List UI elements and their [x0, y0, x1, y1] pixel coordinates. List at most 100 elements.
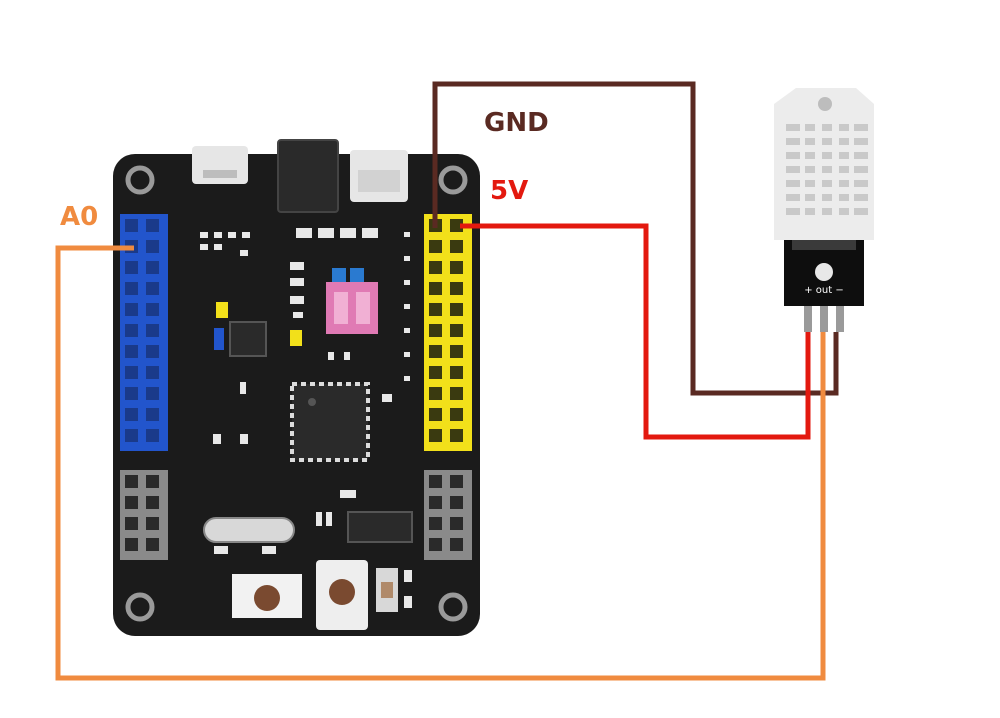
right-header-pin: [450, 366, 463, 379]
sensor-grille-slot: [854, 138, 868, 145]
usb-connector-left: [192, 146, 248, 184]
reset-button: [232, 574, 302, 618]
left-header-pin: [125, 429, 138, 442]
sensor-grille-slot: [854, 124, 868, 131]
crystal-oscillator: [203, 517, 295, 543]
right-header-pin: [450, 429, 463, 442]
sensor-grille-slot: [854, 208, 868, 215]
a0-label: A0: [60, 202, 99, 232]
right-header-yellow: [424, 214, 472, 451]
lower-right-header-pin: [450, 496, 463, 509]
sensor-grille-slot: [854, 180, 868, 187]
left-header-pin: [146, 366, 159, 379]
sensor-grille-slot: [805, 124, 815, 131]
right-header-pin: [450, 324, 463, 337]
sensor-pin-labels: + out −: [804, 285, 844, 296]
right-header-pin: [429, 366, 442, 379]
sensor-grille-slot: [822, 208, 832, 215]
sensor-grille-slot: [822, 166, 832, 173]
right-header-pin: [429, 261, 442, 274]
sensor-grille-slot: [854, 194, 868, 201]
right-header-pin: [429, 282, 442, 295]
lower-left-header-pin: [146, 538, 159, 551]
left-header-pin: [125, 345, 138, 358]
sensor-grille-slot: [805, 194, 815, 201]
left-header-pin: [146, 240, 159, 253]
power-jack: [277, 139, 339, 213]
lower-right-header-pin: [450, 538, 463, 551]
lower-left-header-pin: [125, 538, 138, 551]
sensor-grille-slot: [805, 152, 815, 159]
lower-right-header: [424, 470, 472, 560]
lower-left-header-pin: [146, 496, 159, 509]
left-header-pin: [146, 387, 159, 400]
right-header-pin: [450, 282, 463, 295]
right-header-pin: [429, 387, 442, 400]
lower-right-header-pin: [450, 517, 463, 530]
sensor-grille-slot: [822, 138, 832, 145]
right-header-pin: [450, 240, 463, 253]
left-header-pin: [125, 366, 138, 379]
lower-left-header-pin: [125, 496, 138, 509]
sensor-grille-slot: [786, 152, 800, 159]
gnd-wire: [432, 81, 839, 396]
right-header-pin: [450, 219, 463, 232]
sensor-grille-slot: [839, 194, 849, 201]
user-button: [316, 560, 368, 630]
led-indicator: [376, 568, 412, 612]
sensor-grille-slot: [786, 180, 800, 187]
sensor-grille-slot: [839, 152, 849, 159]
lower-right-header-pin: [429, 496, 442, 509]
left-header-pin: [146, 282, 159, 295]
lower-right-header-pin: [429, 475, 442, 488]
sensor-grille-slot: [805, 180, 815, 187]
mounting-holes: [125, 165, 468, 622]
right-header-pin: [429, 240, 442, 253]
controller-board: [113, 139, 480, 636]
left-header-pin: [125, 324, 138, 337]
right-header-pin: [450, 408, 463, 421]
left-header-pin: [125, 408, 138, 421]
usb-connector-right: [350, 150, 408, 202]
sensor-grille-slot: [839, 180, 849, 187]
sensor-grille-slot: [839, 208, 849, 215]
left-header-pin: [146, 219, 159, 232]
sensor-grille-slot: [839, 166, 849, 173]
right-header-pin: [450, 387, 463, 400]
right-header-pin: [429, 324, 442, 337]
vcc-label: 5V: [490, 176, 529, 206]
sensor-grille-slot: [786, 194, 800, 201]
left-header-pin: [146, 408, 159, 421]
sensor-grille-slot: [839, 138, 849, 145]
lower-left-header-pin: [146, 517, 159, 530]
sensor-grille-slot: [822, 152, 832, 159]
right-header-pin: [429, 429, 442, 442]
left-header-blue: [120, 214, 168, 451]
jumper-block: [326, 268, 378, 334]
lower-left-header: [120, 470, 168, 560]
left-header-pin: [125, 387, 138, 400]
left-header-pin: [125, 303, 138, 316]
sensor-grille-slot: [854, 166, 868, 173]
right-header-pin: [450, 303, 463, 316]
left-header-pin: [125, 219, 138, 232]
lower-left-header-pin: [146, 475, 159, 488]
right-header-pin: [429, 408, 442, 421]
signal-wire: [55, 245, 826, 681]
right-header-pin: [429, 303, 442, 316]
sensor-grille-slot: [805, 138, 815, 145]
left-header-pin: [146, 345, 159, 358]
sensor-grille-slot: [854, 152, 868, 159]
right-header-pin: [450, 345, 463, 358]
sensor-grille-slot: [822, 194, 832, 201]
microcontroller-chip: [290, 382, 370, 462]
lower-right-header-pin: [429, 538, 442, 551]
lower-left-header-pin: [125, 475, 138, 488]
gnd-label: GND: [484, 108, 549, 138]
left-header-pin: [146, 261, 159, 274]
sensor-grille-slot: [805, 208, 815, 215]
vcc-wire: [460, 223, 811, 440]
right-header-pin: [450, 261, 463, 274]
